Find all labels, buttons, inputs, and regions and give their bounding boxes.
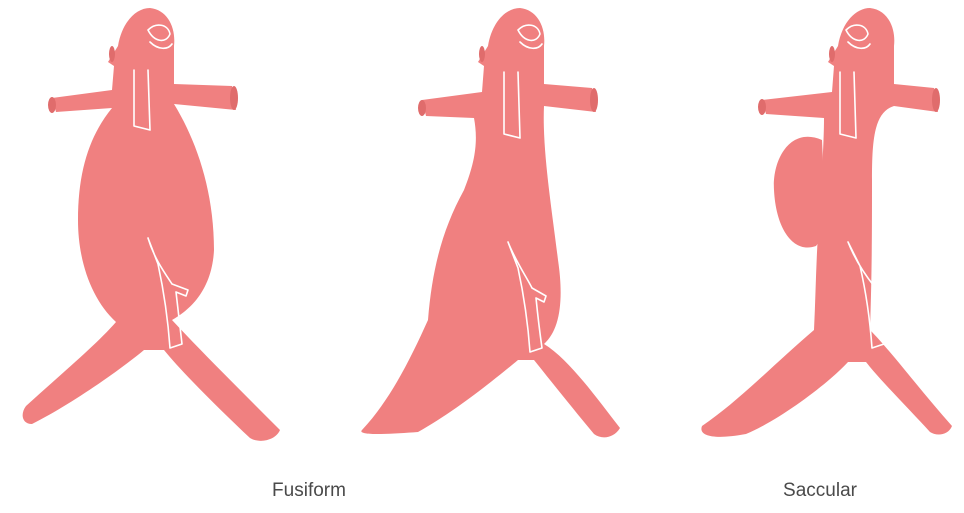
aorta-body-tapered — [361, 8, 620, 437]
saccular-bulge — [774, 137, 824, 248]
caption-fusiform: Fusiform — [272, 480, 346, 502]
aorta-fusiform-wide — [23, 8, 280, 441]
aorta-fusiform-tapered — [361, 8, 620, 437]
aorta-body-saccular — [701, 8, 952, 437]
aorta-saccular — [701, 8, 952, 437]
caption-saccular: Saccular — [783, 480, 857, 502]
aorta-body-wide — [23, 8, 280, 441]
